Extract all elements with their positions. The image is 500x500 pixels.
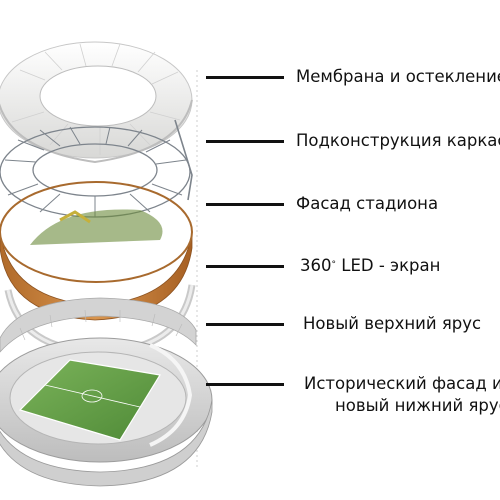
historic-bowl-layer <box>0 337 213 487</box>
label-membrane: Мембрана и остекление <box>296 67 500 86</box>
label-led-degree: ° <box>331 260 337 270</box>
facade-ring-layer <box>0 181 193 321</box>
upper-tier-layer <box>0 297 197 353</box>
leader-line <box>206 323 284 326</box>
leader-line <box>206 76 284 79</box>
label-led-rest: LED - экран <box>336 256 441 275</box>
leader-line <box>206 265 284 268</box>
leader-line <box>206 140 284 143</box>
callout-historic: Исторический фасад и новый нижний ярус <box>0 373 500 421</box>
leader-line <box>206 383 284 386</box>
callout-led: 360° LED - экран <box>0 255 500 279</box>
callout-substructure: Подконструкция каркаса <box>0 130 500 154</box>
membrane-roof-layer <box>0 41 193 164</box>
callout-upper-tier: Новый верхний ярус <box>0 313 500 337</box>
label-led: 360° LED - экран <box>300 255 440 277</box>
label-historic-line2: новый нижний ярус <box>335 396 500 415</box>
callout-facade: Фасад стадиона <box>0 193 500 217</box>
label-historic: Исторический фасад и новый нижний ярус <box>304 373 500 417</box>
leader-line <box>206 203 284 206</box>
label-substructure: Подконструкция каркаса <box>296 131 500 150</box>
label-facade: Фасад стадиона <box>296 194 439 213</box>
callout-membrane: Мембрана и остекление <box>0 66 500 90</box>
steel-substructure-layer <box>0 119 193 218</box>
label-upper-tier: Новый верхний ярус <box>303 314 482 333</box>
label-led-number: 360 <box>300 256 332 275</box>
label-historic-line1: Исторический фасад и <box>304 374 500 393</box>
